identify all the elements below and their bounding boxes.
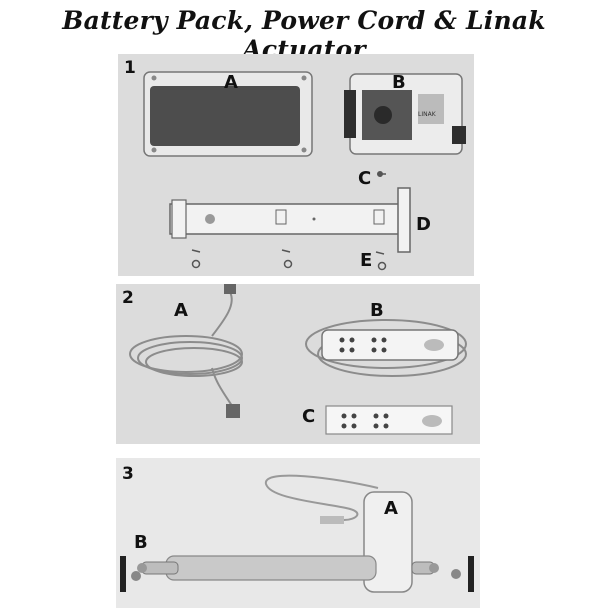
panel-1-battery-pack: LINAK 1 A B C D E [118, 54, 474, 276]
hand-control-label-icon [325, 405, 453, 435]
panel-1-number: 1 [124, 58, 136, 78]
linak-logo: LINAK [418, 111, 437, 118]
panel-2-number: 2 [122, 288, 134, 308]
coiled-power-cord-icon [129, 284, 243, 418]
hand-control-icon [305, 319, 467, 377]
page-title: Battery Pack, Power Cord & Linak Actuato… [62, 6, 546, 64]
pins-washers-icon [120, 556, 474, 592]
label-2c: C [302, 406, 316, 427]
label-1e: E [360, 250, 373, 271]
actuator-cable-icon [265, 474, 379, 524]
screw-c-icon [377, 171, 386, 177]
panel-3-actuator: 3 A B [116, 458, 480, 608]
panel-2-illustration [129, 284, 467, 435]
label-1a: A [224, 72, 238, 93]
panel-3-number: 3 [122, 464, 134, 484]
label-3b: B [134, 532, 148, 553]
panel-1-illustration: LINAK [143, 71, 466, 271]
panel-2-power-cord: 2 A B C [116, 284, 480, 444]
panel-3-illustration [120, 474, 474, 593]
label-1b: B [392, 72, 406, 93]
mounting-bracket-icon [169, 187, 411, 253]
label-1c: C [358, 168, 372, 189]
label-1d: D [416, 214, 431, 235]
label-3a: A [384, 498, 398, 519]
label-2a: A [174, 300, 188, 321]
label-2b: B [370, 300, 384, 321]
linak-actuator-icon [137, 491, 439, 593]
control-box-icon [344, 73, 466, 155]
screws-washers-icon [191, 249, 387, 271]
battery-pack-icon [143, 71, 313, 157]
